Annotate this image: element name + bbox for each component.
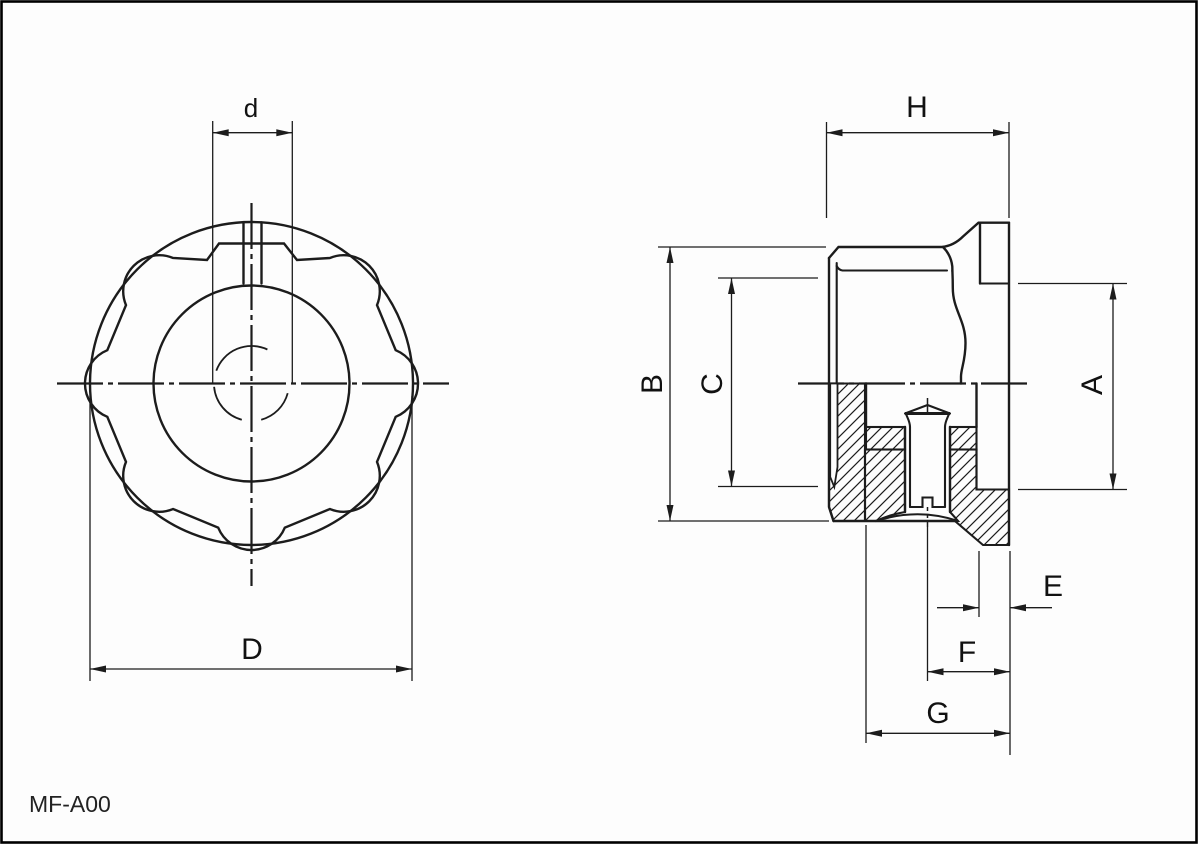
set-screw-slot bbox=[242, 221, 263, 285]
shaft-bore-arcs bbox=[213, 345, 289, 421]
dimension-label-F: F bbox=[958, 636, 976, 669]
hub-circle bbox=[152, 284, 351, 483]
dimension-label-E: E bbox=[1043, 570, 1063, 603]
dimension-A: A bbox=[1018, 282, 1127, 491]
dimension-E: E bbox=[937, 551, 1063, 755]
dimension-label-G: G bbox=[926, 697, 949, 730]
dimension-D: D bbox=[89, 396, 413, 681]
dimension-G: G bbox=[865, 525, 1010, 743]
side-section-edges bbox=[832, 382, 978, 523]
front-view: d D bbox=[57, 93, 449, 681]
part-number: MF-A00 bbox=[29, 791, 111, 817]
flute-notch bbox=[829, 382, 839, 491]
scalloped-grip-contour bbox=[83, 242, 420, 552]
outer-circle bbox=[88, 220, 415, 547]
dimension-label-H: H bbox=[906, 91, 928, 124]
side-view: H B C A bbox=[636, 91, 1127, 755]
dimension-B: B bbox=[636, 246, 829, 522]
dimension-d: d bbox=[212, 93, 293, 384]
dimension-C: C bbox=[696, 277, 818, 488]
dimension-label-d: d bbox=[244, 93, 258, 123]
dimension-label-D: D bbox=[241, 633, 263, 666]
side-body-outline bbox=[827, 221, 1011, 547]
dimension-H: H bbox=[825, 91, 1010, 218]
dimension-label-C: C bbox=[696, 373, 729, 395]
set-screw bbox=[903, 403, 952, 509]
dimension-label-A: A bbox=[1076, 375, 1109, 395]
dimension-label-B: B bbox=[636, 374, 669, 394]
dimension-F: F bbox=[927, 636, 1010, 676]
